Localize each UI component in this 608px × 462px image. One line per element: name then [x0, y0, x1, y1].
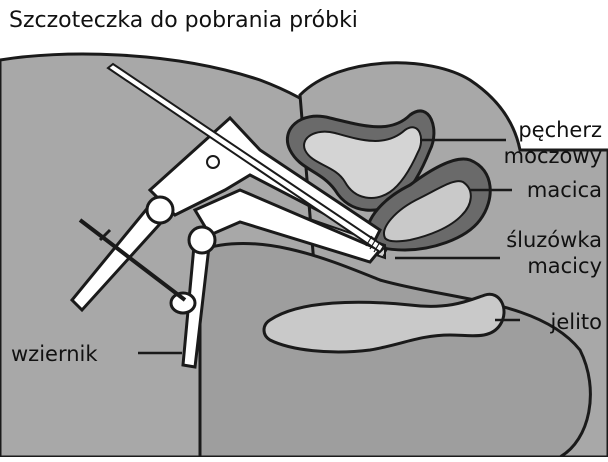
label-bladder-line2: moczowy — [504, 146, 602, 167]
label-bowel: jelito — [550, 312, 602, 333]
label-bladder-line1: pęcherz — [518, 120, 602, 141]
label-endometrium-line1: śluzówka — [506, 230, 602, 251]
speculum-hinge-2 — [189, 227, 215, 253]
label-uterus: macica — [527, 180, 602, 201]
label-endometrium-line2: macicy — [527, 256, 602, 277]
speculum-screw — [207, 156, 219, 168]
label-speculum: wziernik — [11, 344, 98, 365]
diagram-title: Szczoteczka do pobrania próbki — [9, 10, 358, 32]
speculum-hinge-1 — [147, 197, 173, 223]
